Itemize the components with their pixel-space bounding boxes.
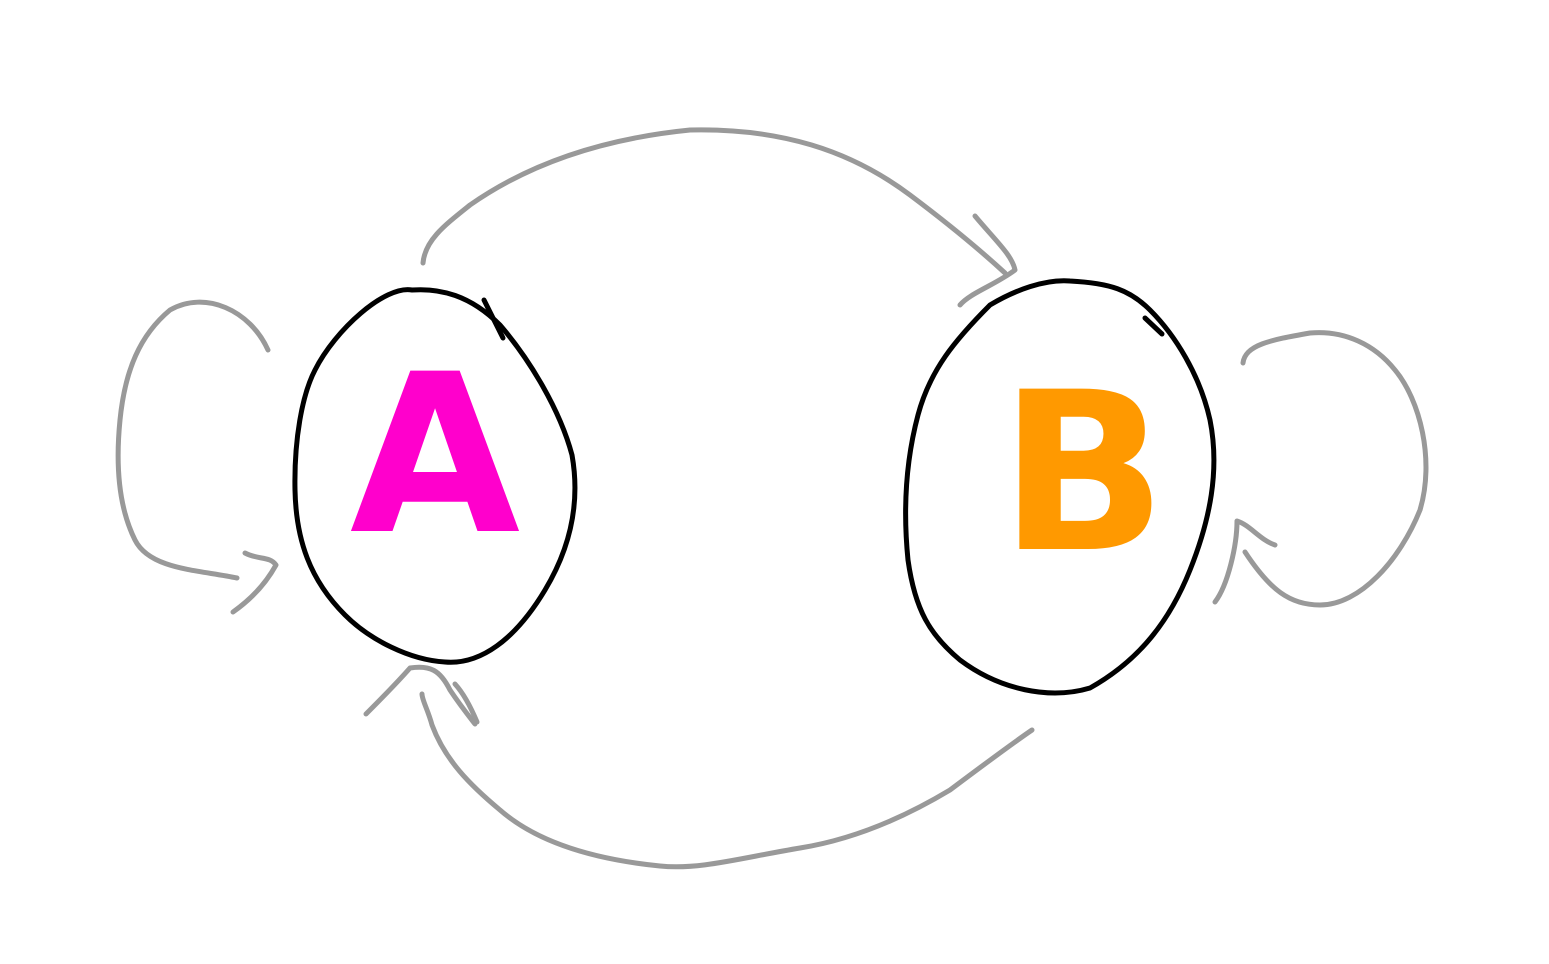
arrowhead-b-to-a bbox=[363, 664, 478, 727]
node-b-circle bbox=[903, 278, 1217, 696]
arrowhead-b-to-a-tip bbox=[452, 681, 480, 725]
node-a-circle bbox=[292, 287, 578, 665]
arrowhead-b-to-b bbox=[1212, 518, 1278, 605]
node-a-label: A bbox=[349, 327, 521, 583]
arrowhead-a-to-a bbox=[230, 550, 279, 615]
arrowhead-a-to-b bbox=[957, 213, 1018, 308]
node-b-label: B bbox=[999, 345, 1167, 601]
edge-a-to-a bbox=[115, 299, 271, 581]
node-b-circle-tail bbox=[1142, 315, 1165, 337]
edge-a-to-b bbox=[420, 127, 1008, 276]
node-a-circle-tail bbox=[481, 297, 506, 341]
edge-b-to-a bbox=[419, 691, 1035, 870]
edge-b-to-b bbox=[1240, 330, 1429, 608]
